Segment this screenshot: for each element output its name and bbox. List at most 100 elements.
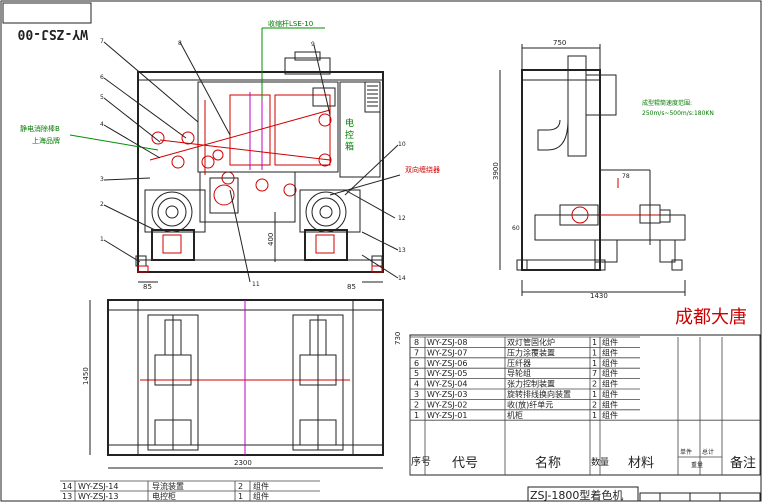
callout-6: 6: [100, 74, 104, 81]
dim-400: 400: [267, 233, 275, 246]
table-cell-name: 双灯管固化炉: [507, 337, 555, 347]
callout-1: 1: [100, 236, 104, 243]
table-cell-qty: 2: [592, 380, 597, 389]
table-cell-name: 收(放)纤单元: [507, 399, 553, 409]
table-cell-material: 组件: [602, 347, 618, 357]
table-cell-qty: 1: [592, 390, 597, 399]
callout-5: 5: [100, 94, 104, 101]
table-cell-material: 组件: [602, 358, 618, 368]
table-cell-seq: 5: [414, 369, 419, 378]
callout-8: 8: [178, 40, 182, 47]
top-label: 收缩杆LSE-10: [268, 19, 313, 28]
drawing-number-text: WY-ZSJ-00: [17, 26, 88, 41]
table-cell-qty: 1: [592, 359, 597, 368]
th-remark: 备注: [730, 455, 756, 471]
table-cell-name: 压力涂覆装置: [507, 347, 555, 357]
lower-cell-qty: 2: [238, 482, 243, 491]
side-dim-60: 60: [512, 225, 520, 232]
table-cell-code: WY-ZSJ-02: [427, 400, 467, 409]
callout-10: 10: [398, 141, 406, 148]
table-cell-seq: 8: [414, 338, 419, 347]
table-cell-material: 组件: [602, 389, 618, 399]
table-cell-code: WY-ZSJ-04: [427, 380, 467, 389]
table-cell-qty: 2: [592, 400, 597, 409]
table-cell-qty: 1: [592, 348, 597, 357]
callout-4: 4: [100, 121, 104, 128]
callout-9: 9: [311, 41, 315, 48]
lower-cell-seq: 13: [62, 492, 72, 501]
th-qty: 数量: [591, 456, 609, 468]
side-note-2: 250m/s~500m/s:180KN: [642, 110, 714, 117]
table-cell-material: 组件: [602, 379, 618, 389]
table-cell-material: 组件: [602, 410, 618, 420]
table-cell-seq: 7: [414, 348, 419, 357]
table-cell-qty: 1: [592, 338, 597, 347]
plan-height-dim: 1450: [82, 367, 90, 385]
plan-width-dim: 2300: [234, 459, 252, 467]
dim-right: 85: [347, 283, 356, 291]
table-cell-seq: 4: [414, 380, 419, 389]
right-label: 双向缠绕器: [405, 165, 440, 174]
lower-cell-code: WY-ZSJ-14: [78, 482, 118, 491]
table-cell-code: WY-ZSJ-03: [427, 390, 467, 399]
table-cell-code: WY-ZSJ-08: [427, 338, 467, 347]
lower-cell-material: 组件: [253, 481, 269, 491]
callout-11: 11: [252, 281, 260, 288]
control-panel-text: 电 控 箱: [343, 117, 354, 152]
lower-cell-seq: 14: [62, 482, 72, 491]
table-cell-material: 组件: [602, 368, 618, 378]
table-cell-seq: 6: [414, 359, 419, 368]
th-name: 名称: [535, 455, 561, 471]
th-code: 代号: [452, 456, 478, 471]
plan-right-dim: 730: [394, 332, 402, 345]
th-unit: 单件: [680, 448, 692, 456]
callout-14: 14: [398, 275, 406, 282]
side-note-1: 成型辊筒速度范围:: [642, 99, 692, 107]
table-cell-name: 旋转排线换向装置: [507, 389, 571, 399]
drawing-number: WY-ZSJ-00: [2, 2, 92, 41]
side-dim-78: 78: [622, 173, 630, 180]
th-seq: 序号: [411, 455, 431, 468]
table-cell-code: WY-ZSJ-01: [427, 411, 467, 420]
table-cell-qty: 7: [592, 369, 597, 378]
table-cell-seq: 3: [414, 390, 419, 399]
callout-13: 13: [398, 247, 406, 254]
parts-table: 序号 代号 名称 数量 材料 单件 总计 重量 备注 8 WY-ZSJ-08 双灯管…: [409, 334, 761, 476]
side-view: 750 3900 1430 78 60 成型辊筒速: [492, 39, 714, 300]
table-cell-code: WY-ZSJ-06: [427, 359, 467, 368]
drawing-title: ZSJ-1800型着色机: [530, 488, 623, 502]
table-cell-material: 组件: [602, 399, 618, 409]
lower-cell-material: 组件: [253, 491, 269, 501]
table-cell-name: 张力控制装置: [507, 379, 555, 389]
left-label-2: 上海品牌: [32, 136, 60, 145]
side-width-dim: 750: [553, 39, 566, 47]
callout-12: 12: [398, 215, 406, 222]
plan-view: 1450 2300 730: [82, 299, 402, 469]
lower-cell-name: 导流装置: [152, 481, 184, 491]
table-cell-name: 机柜: [507, 410, 523, 420]
table-cell-code: WY-ZSJ-07: [427, 348, 467, 357]
lower-cell-code: WY-ZSJ-13: [78, 492, 118, 501]
table-cell-seq: 1: [414, 411, 419, 420]
callout-7: 7: [100, 38, 104, 45]
th-total: 总计: [702, 448, 714, 456]
left-label-1: 静电消除棒B: [20, 124, 60, 133]
table-cell-material: 组件: [602, 337, 618, 347]
dim-left: 85: [143, 283, 152, 291]
table-cell-name: 压纤器: [507, 358, 531, 368]
company-name: 成都大唐: [675, 307, 747, 328]
side-height-dim: 3900: [492, 162, 500, 180]
th-material: 材料: [628, 456, 654, 471]
table-cell-qty: 1: [592, 411, 597, 420]
table-cell-code: WY-ZSJ-05: [427, 369, 467, 378]
table-cell-name: 导轮组: [507, 368, 531, 378]
lower-cell-qty: 1: [238, 492, 243, 501]
side-bottom-dim: 1430: [590, 292, 608, 300]
th-weight: 重量: [691, 461, 703, 469]
callout-3: 3: [100, 176, 104, 183]
front-view: 电 控 箱: [20, 19, 440, 291]
table-cell-seq: 2: [414, 400, 419, 409]
